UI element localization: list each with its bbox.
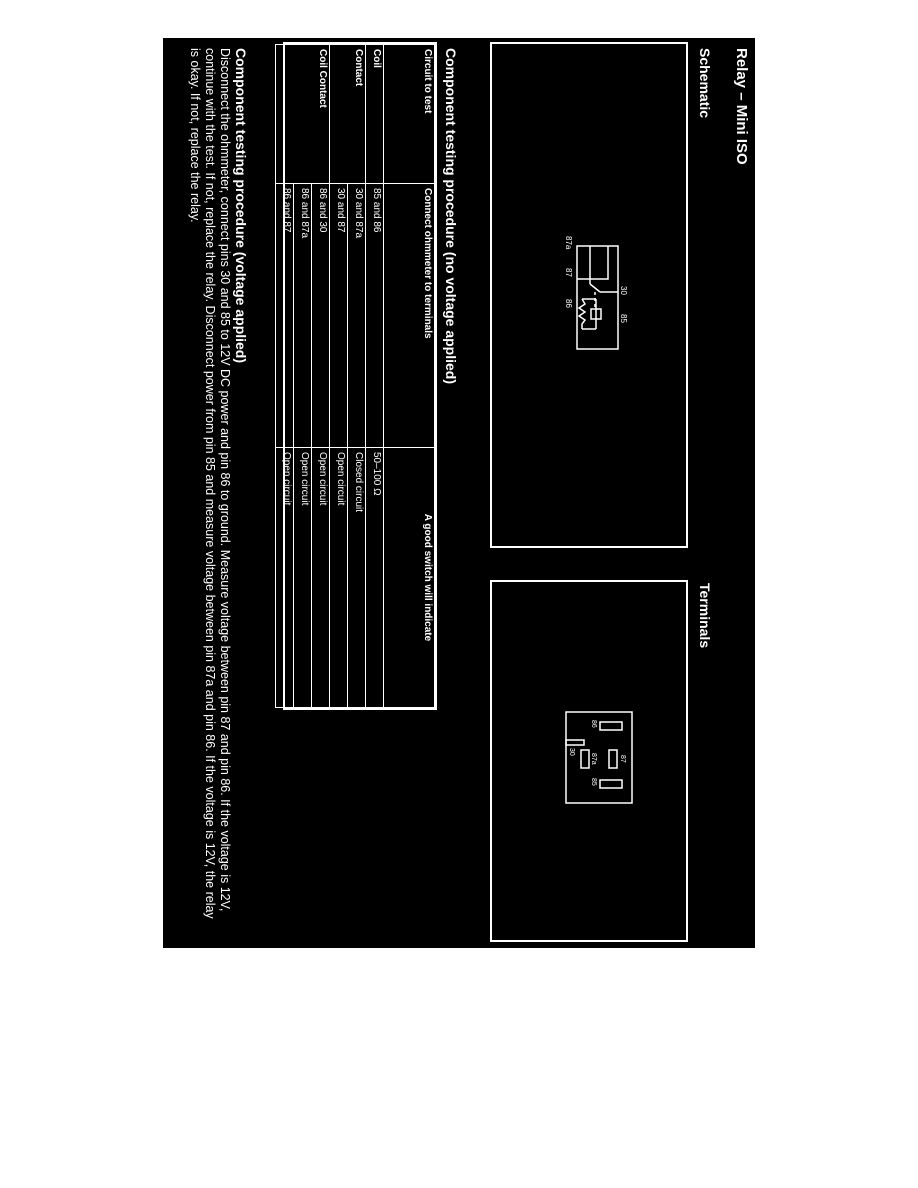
schematic-box: 30 85 87a 87 86 bbox=[490, 42, 688, 548]
header-terminals: Connect ohmmeter to terminals bbox=[383, 183, 435, 448]
cell-result: Closed circuit bbox=[347, 447, 366, 708]
cell-circuit: Contact bbox=[347, 44, 366, 184]
header-circuit: Circuit to test bbox=[383, 44, 435, 184]
cell-terminals: 30 and 87 bbox=[329, 183, 348, 448]
test-table-frame: Circuit to test Connect ohmmeter to term… bbox=[275, 42, 437, 710]
schematic-label-30: 30 bbox=[619, 286, 628, 295]
cell-result: 50–100 Ω bbox=[365, 447, 384, 708]
cell-circuit bbox=[293, 44, 312, 184]
terminal-label-85: 85 bbox=[590, 778, 597, 786]
terminals-box: 86 87 87a 30 85 bbox=[490, 580, 688, 942]
cell-result: Open circuit bbox=[293, 447, 312, 708]
relay-schematic-diagram: 30 85 87a 87 86 bbox=[564, 236, 628, 350]
page-title: Relay – Mini ISO bbox=[733, 48, 750, 165]
terminal-label-30: 30 bbox=[568, 748, 575, 756]
schematic-label-87a: 87a bbox=[564, 236, 573, 250]
document-page: Relay – Mini ISO Schematic 30 85 87a bbox=[163, 38, 755, 948]
schematic-label-85: 85 bbox=[619, 314, 628, 323]
test-table: Circuit to test Connect ohmmeter to term… bbox=[275, 44, 435, 708]
cell-terminals: 30 and 87a bbox=[347, 183, 366, 448]
cell-terminals: 86 and 87 bbox=[275, 183, 294, 448]
cell-result: Open circuit bbox=[311, 447, 330, 708]
voltage-heading: Component testing procedure (voltage app… bbox=[233, 48, 249, 364]
cell-circuit bbox=[329, 44, 348, 184]
cell-circuit: Coil bbox=[365, 44, 384, 184]
schematic-label-86: 86 bbox=[564, 299, 573, 308]
relay-terminals-diagram: 86 87 87a 30 85 bbox=[565, 711, 633, 804]
cell-terminals: 86 and 87a bbox=[293, 183, 312, 448]
voltage-procedure-text: Disconnect the ohmmeter, connect pins 30… bbox=[188, 48, 232, 919]
table-header-row: Circuit to test Connect ohmmeter to term… bbox=[383, 44, 435, 708]
cell-result: Open circuit bbox=[275, 447, 294, 708]
schematic-label-87: 87 bbox=[564, 268, 573, 277]
header-result: A good switch will indicate bbox=[383, 447, 435, 708]
terminal-label-87: 87 bbox=[619, 755, 626, 763]
cell-circuit: Coil Contact bbox=[311, 44, 330, 184]
terminal-label-87a: 87a bbox=[590, 753, 597, 765]
cell-circuit bbox=[275, 44, 294, 184]
terminal-label-86: 86 bbox=[590, 720, 597, 728]
schematic-heading: Schematic bbox=[697, 48, 713, 119]
terminals-heading: Terminals bbox=[697, 583, 713, 649]
cell-result: Open circuit bbox=[329, 447, 348, 708]
cell-terminals: 86 and 30 bbox=[311, 183, 330, 448]
cell-terminals: 85 and 86 bbox=[365, 183, 384, 448]
no-voltage-heading: Component testing procedure (no voltage … bbox=[443, 48, 459, 385]
